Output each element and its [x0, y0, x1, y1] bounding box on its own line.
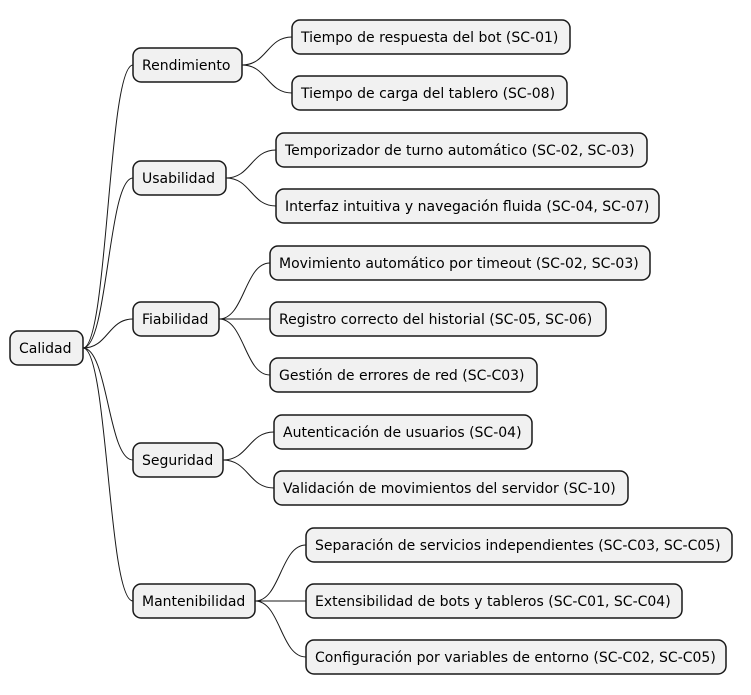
leaf-node: Configuración por variables de entorno (… [305, 639, 727, 675]
connector-line [254, 600, 307, 658]
branch-node-label: Rendimiento [142, 58, 230, 74]
leaf-node: Tiempo de carga del tablero (SC-08) [291, 75, 568, 111]
connector-line [241, 64, 293, 94]
branch-node-mantenibilidad: Mantenibilidad [132, 583, 256, 619]
leaf-node-label: Tiempo de respuesta del bot (SC-01) [300, 30, 558, 46]
leaf-node-box [305, 583, 683, 619]
branch-node-label: Seguridad [142, 453, 213, 469]
connector-line [82, 177, 134, 349]
leaf-node-box [291, 75, 568, 111]
leaf-node: Gestión de errores de red (SC-C03) [269, 357, 538, 393]
connector-line [82, 318, 134, 349]
leaf-node-box [269, 301, 607, 337]
branch-node-box [132, 442, 224, 478]
connector-line [222, 459, 275, 489]
leaf-node: Validación de movimientos del servidor (… [273, 470, 629, 506]
leaf-node-box [305, 639, 727, 675]
leaf-node: Extensibilidad de bots y tableros (SC-C0… [305, 583, 683, 619]
root-node: Calidad [9, 330, 84, 366]
connector-line [82, 347, 134, 602]
leaf-node-label: Tiempo de carga del tablero (SC-08) [300, 86, 555, 102]
branch-node-label: Mantenibilidad [142, 594, 245, 610]
connector-line [225, 149, 277, 179]
connector-line [222, 431, 275, 461]
leaf-node: Interfaz intuitiva y navegación fluida (… [275, 188, 660, 224]
leaf-node-label: Temporizador de turno automático (SC-02,… [284, 143, 635, 159]
leaf-node: Temporizador de turno automático (SC-02,… [275, 132, 648, 168]
leaf-node-box [273, 470, 629, 506]
leaf-node: Autenticación de usuarios (SC-04) [273, 414, 533, 450]
leaf-node-label: Interfaz intuitiva y navegación fluida (… [285, 199, 649, 215]
leaf-node-box [305, 527, 733, 563]
connector-line [82, 64, 134, 349]
leaf-node-label: Registro correcto del historial (SC-05, … [279, 312, 592, 328]
branch-node-box [132, 301, 220, 337]
connector-line [218, 262, 271, 320]
branch-node-label: Usabilidad [142, 171, 215, 187]
leaf-node-box [291, 19, 571, 55]
leaf-node-box [273, 414, 533, 450]
leaf-node: Movimiento automático por timeout (SC-02… [269, 245, 651, 281]
leaf-node: Registro correcto del historial (SC-05, … [269, 301, 607, 337]
branch-node-box [132, 583, 256, 619]
leaf-node-label: Extensibilidad de bots y tableros (SC-C0… [315, 594, 671, 610]
leaf-node: Tiempo de respuesta del bot (SC-01) [291, 19, 571, 55]
leaf-node-label: Validación de movimientos del servidor (… [283, 481, 616, 497]
leaf-node-label: Separación de servicios independientes (… [315, 538, 721, 554]
connector-line [241, 36, 293, 66]
leaf-node-box [269, 245, 651, 281]
leaf-node-box [275, 132, 648, 168]
branch-node-fiabilidad: Fiabilidad [132, 301, 220, 337]
leaf-node: Separación de servicios independientes (… [305, 527, 733, 563]
leaf-node-box [269, 357, 538, 393]
leaf-node-label: Configuración por variables de entorno (… [315, 650, 716, 666]
connector-line [82, 347, 134, 461]
branch-node-label: Fiabilidad [142, 312, 208, 328]
connector-line [218, 318, 271, 376]
branch-node-box [132, 47, 243, 83]
leaf-node-label: Autenticación de usuarios (SC-04) [283, 425, 522, 441]
root-node-label: Calidad [19, 341, 72, 357]
connector-line [225, 177, 277, 207]
branch-node-usabilidad: Usabilidad [132, 160, 227, 196]
branch-node-box [132, 160, 227, 196]
branch-node-rendimiento: Rendimiento [132, 47, 243, 83]
leaf-node-box [275, 188, 660, 224]
leaf-node-label: Movimiento automático por timeout (SC-02… [279, 256, 639, 272]
root-node-box [9, 330, 84, 366]
connector-line [254, 544, 307, 602]
branch-node-seguridad: Seguridad [132, 442, 224, 478]
mindmap-edges [82, 36, 307, 658]
leaf-node-label: Gestión de errores de red (SC-C03) [279, 368, 525, 384]
